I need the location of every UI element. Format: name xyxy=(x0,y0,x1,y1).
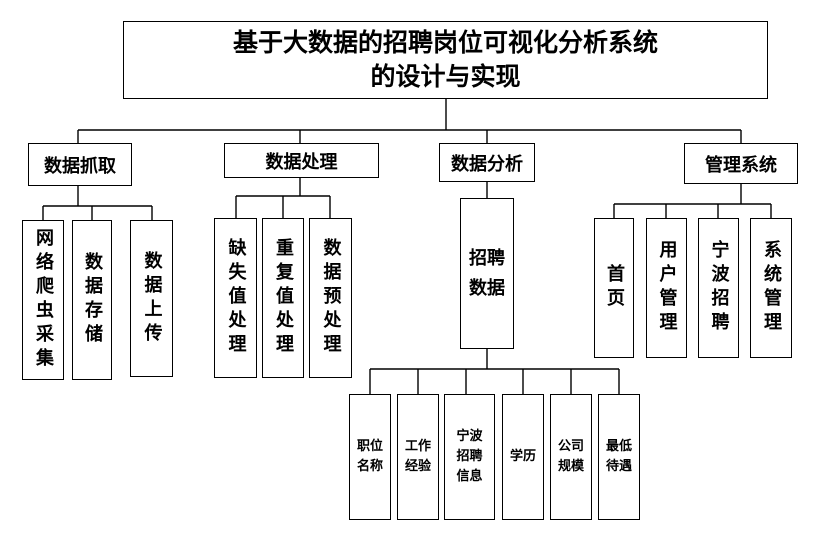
field-ningbo-recruit-info: 宁波招聘信息 xyxy=(444,394,495,520)
title-line-2: 的设计与实现 xyxy=(370,62,521,91)
node-home: 首页 xyxy=(594,218,634,358)
title-line-1: 基于大数据的招聘岗位可视化分析系统 xyxy=(232,28,658,57)
module-data-crawl: 数据抓取 xyxy=(28,143,132,186)
module-management-system: 管理系统 xyxy=(684,143,798,184)
field-min-salary: 最低待遇 xyxy=(598,394,640,520)
node-data-storage: 数据存储 xyxy=(72,220,112,380)
node-data-upload: 数据上传 xyxy=(130,220,173,377)
node-missing-value: 缺失值处理 xyxy=(214,218,257,378)
node-preprocessing: 数据预处理 xyxy=(309,218,352,378)
field-job-title: 职位名称 xyxy=(349,394,391,520)
field-work-experience: 工作经验 xyxy=(397,394,439,520)
node-duplicate-value: 重复值处理 xyxy=(262,218,304,378)
node-web-crawler: 网络爬虫采集 xyxy=(22,220,64,380)
module-data-analysis: 数据分析 xyxy=(439,143,535,182)
node-recruit-data: 招聘数据 xyxy=(460,198,514,349)
node-system-management: 系统管理 xyxy=(750,218,792,358)
field-education: 学历 xyxy=(502,394,544,520)
node-user-management: 用户管理 xyxy=(646,218,687,358)
module-data-processing: 数据处理 xyxy=(224,143,379,178)
field-company-size: 公司规模 xyxy=(550,394,592,520)
node-ningbo-recruit: 宁波招聘 xyxy=(698,218,739,358)
system-title-box: 基于大数据的招聘岗位可视化分析系统 的设计与实现 xyxy=(123,21,768,99)
